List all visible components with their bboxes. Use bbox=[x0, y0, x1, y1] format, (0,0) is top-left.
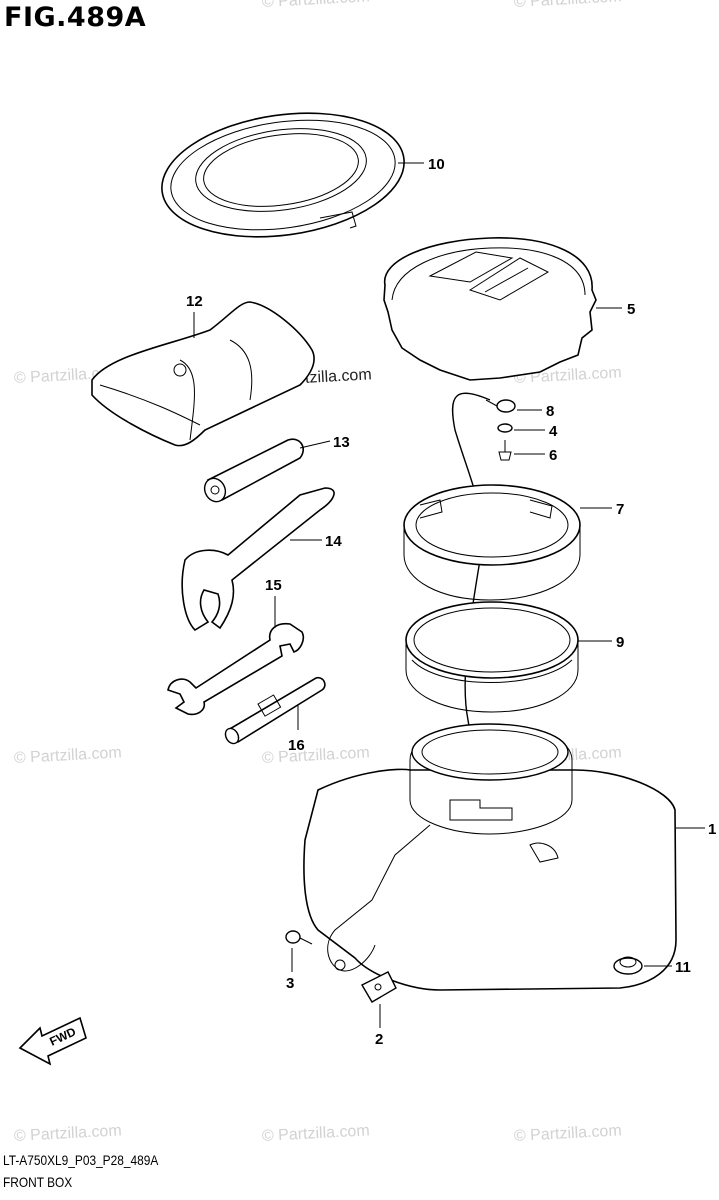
part-16-extension bbox=[224, 676, 326, 745]
callout-3: 3 bbox=[286, 975, 294, 992]
callout-7: 7 bbox=[616, 501, 624, 518]
part-14-spanner bbox=[181, 487, 335, 632]
callout-16: 16 bbox=[288, 737, 305, 754]
callout-12: 12 bbox=[186, 293, 203, 310]
parts-8-4-6-hardware bbox=[485, 399, 545, 461]
figure-name: FRONT BOX bbox=[3, 1174, 73, 1190]
callout-5: 5 bbox=[627, 301, 635, 318]
fwd-arrow-icon: FWD bbox=[18, 1016, 87, 1066]
callout-2: 2 bbox=[375, 1031, 383, 1048]
callout-13: 13 bbox=[333, 434, 350, 451]
callout-14: 14 bbox=[325, 533, 342, 550]
part-15-wrench bbox=[167, 596, 305, 716]
part-9-ring bbox=[405, 601, 612, 713]
figure-title: FIG.489A bbox=[4, 2, 147, 33]
part-11-grommet bbox=[613, 956, 672, 975]
callout-9: 9 bbox=[616, 634, 624, 651]
part-7-ring bbox=[403, 484, 612, 601]
callout-10: 10 bbox=[428, 156, 445, 173]
part-1-front-box bbox=[303, 723, 705, 991]
cable bbox=[451, 392, 506, 747]
part-2-clip bbox=[361, 971, 397, 1028]
part-10-gasket bbox=[161, 112, 424, 238]
callout-15: 15 bbox=[265, 577, 282, 594]
callout-8: 8 bbox=[546, 403, 554, 420]
callout-6: 6 bbox=[549, 447, 557, 464]
part-13-cylinder bbox=[203, 438, 331, 503]
part-12-tool-bag bbox=[91, 301, 315, 447]
callout-11: 11 bbox=[675, 959, 691, 976]
callout-4: 4 bbox=[549, 423, 558, 440]
callout-1: 1 bbox=[708, 821, 716, 838]
figure-code: LT-A750XL9_P03_P28_489A bbox=[3, 1152, 159, 1168]
part-3-screw bbox=[285, 930, 313, 972]
part-5-cap bbox=[383, 237, 622, 381]
